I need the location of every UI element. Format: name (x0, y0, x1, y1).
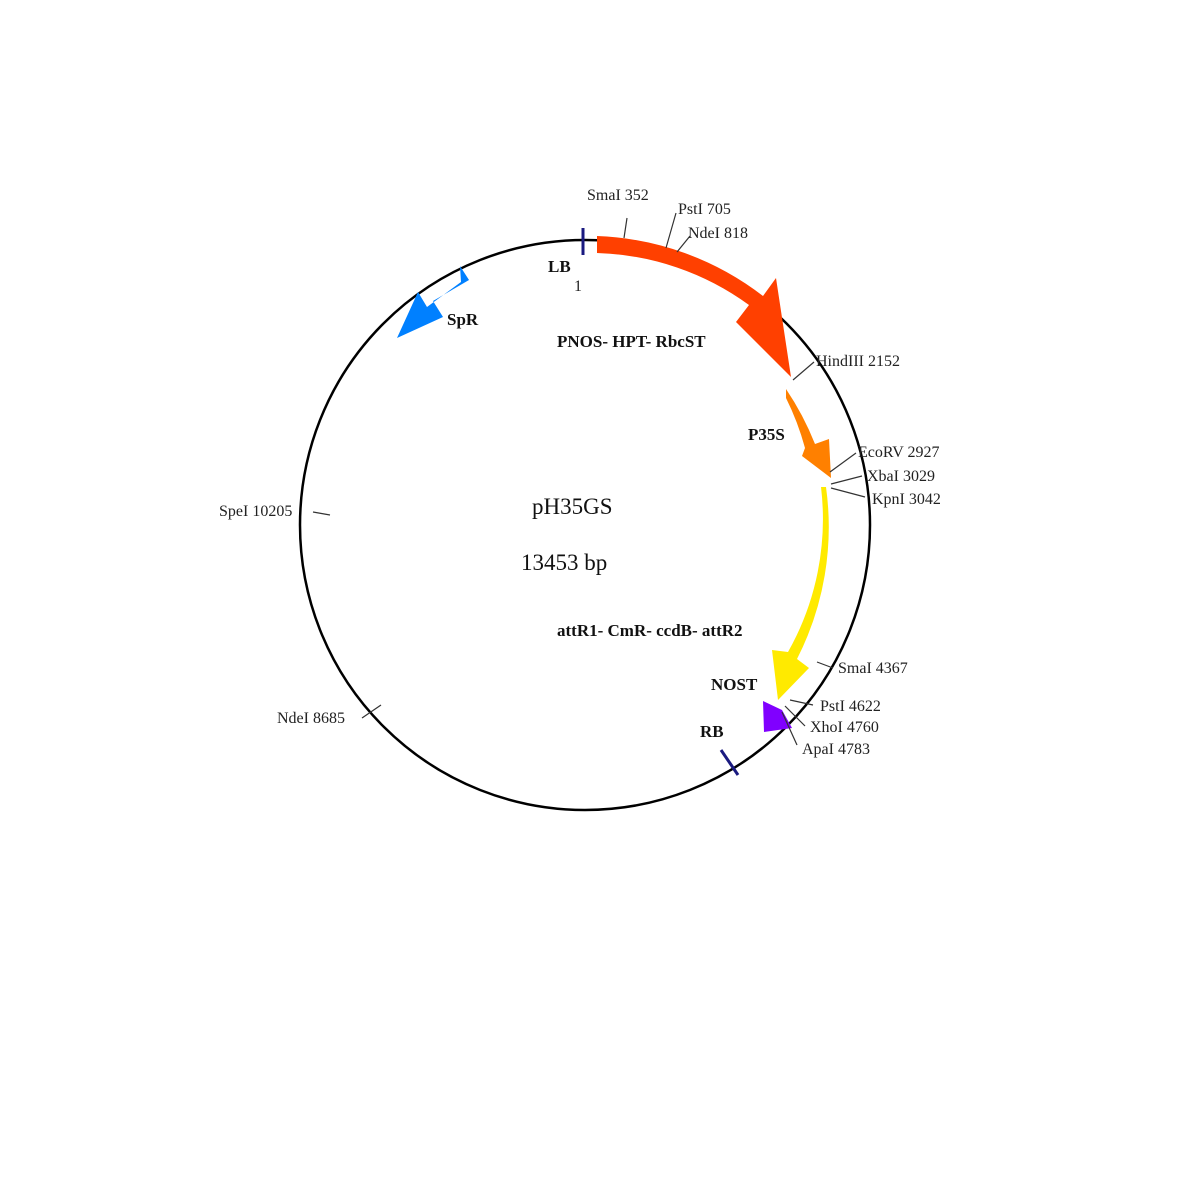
tick-spei-10205 (312, 511, 331, 516)
border-position-lb: 1 (574, 278, 582, 295)
site-label-ecorv-2927: EcoRV 2927 (858, 444, 940, 461)
feature-arrow-pnos-hpt-rbcst (597, 236, 791, 377)
tick-kpni-3042 (830, 487, 866, 498)
plasmid-backbone (298, 238, 872, 812)
tick-hindiii-2152 (792, 361, 815, 381)
site-label-spei-10205: SpeI 10205 (219, 503, 292, 520)
feature-arrow-spr (397, 266, 469, 338)
tick-xhoi-4760 (784, 705, 806, 727)
feature-arrow-attr1-cmr-ccdb-attr2 (772, 487, 829, 700)
feature-label-pnos-hpt-rbcst: PNOS- HPT- RbcST (557, 332, 706, 351)
feature-arrow-p35s (786, 389, 831, 478)
plasmid-name: pH35GS (532, 494, 613, 519)
site-label-kpni-3042: KpnI 3042 (872, 491, 941, 508)
site-label-apai-4783: ApaI 4783 (802, 741, 870, 758)
site-label-smai-352: SmaI 352 (587, 187, 649, 204)
tick-psti-705 (665, 212, 677, 249)
feature-arrow-nost (763, 701, 792, 732)
plasmid-size: 13453 bp (521, 550, 607, 575)
feature-label-nost: NOST (711, 675, 758, 694)
feature-label-spr: SpR (447, 310, 479, 329)
border-label-lb: LB (548, 257, 571, 276)
tick-apai-4783 (781, 711, 798, 746)
site-label-xhoi-4760: XhoI 4760 (810, 719, 879, 736)
border-label-rb: RB (700, 722, 724, 741)
site-label-hindiii-2152: HindIII 2152 (816, 353, 900, 370)
site-label-psti-4622: PstI 4622 (820, 698, 881, 715)
tick-ndei-8685 (361, 704, 382, 719)
site-label-ndei-818: NdeI 818 (688, 225, 748, 242)
tick-xbai-3029 (830, 475, 863, 485)
tick-smai-352 (623, 217, 628, 239)
border-mark-rb (719, 749, 740, 776)
feature-label-p35s: P35S (748, 425, 785, 444)
site-label-ndei-8685: NdeI 8685 (277, 710, 345, 727)
tick-ndei-818 (676, 235, 691, 253)
site-label-psti-705: PstI 705 (678, 201, 731, 218)
tick-psti-4622 (789, 699, 814, 706)
site-label-smai-4367: SmaI 4367 (838, 660, 908, 677)
tick-ecorv-2927 (829, 452, 857, 473)
site-label-xbai-3029: XbaI 3029 (867, 468, 935, 485)
tick-smai-4367 (816, 661, 834, 669)
feature-label-attr-cassette: attR1- CmR- ccdB- attR2 (557, 621, 743, 640)
